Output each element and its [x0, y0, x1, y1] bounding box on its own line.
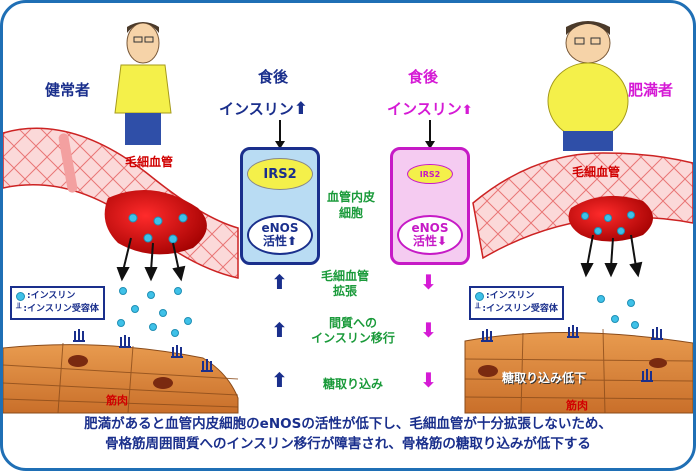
healthy-person-figure — [114, 22, 172, 145]
left-legend: :インスリン ╨:インスリン受容体 — [10, 286, 105, 320]
left-insulin-text: インスリン — [219, 100, 294, 118]
right-muscle — [464, 325, 693, 414]
step2-down-arrow-icon: ⬇ — [420, 318, 437, 342]
right-enos-label: eNOS — [411, 221, 449, 235]
right-activity-label: 活性 — [412, 234, 437, 248]
right-muscle-label: 筋肉 — [566, 399, 588, 412]
insulin-dot-icon — [475, 292, 484, 301]
obese-person-label: 肥満者 — [628, 81, 674, 99]
step2-line2: インスリン移行 — [311, 331, 395, 345]
left-muscle-label: 筋肉 — [106, 394, 128, 407]
step2-label: 間質への インスリン移行 — [303, 316, 403, 346]
step3-label: 糖取り込み — [323, 377, 384, 391]
obese-person-figure — [547, 21, 629, 151]
right-insulin-label: インスリン⬆ — [387, 98, 473, 119]
right-enos-node: eNOS 活性⬇ — [397, 215, 463, 255]
left-capillary — [3, 127, 239, 337]
center-left-header: 食後 — [258, 68, 289, 86]
legend-receptor-label: :インスリン受容体 — [482, 304, 558, 314]
arrow-up-icon: ⬆ — [293, 99, 308, 119]
step3-down-arrow-icon: ⬇ — [420, 368, 437, 392]
conclusion-text: 肥満があると血管内皮細胞のeNOSの活性が低下し、毛細血管が十分拡張しないため、… — [3, 414, 693, 454]
healthy-person-label: 健常者 — [45, 81, 91, 99]
endothelial-label-line2: 細胞 — [339, 206, 364, 220]
left-muscle — [3, 329, 239, 414]
left-enos-node: eNOS 活性⬆ — [247, 215, 313, 255]
left-enos-activity: 活性⬆ — [263, 235, 297, 248]
arrow-up-icon: ⬆ — [461, 103, 473, 118]
step1-label: 毛細血管 拡張 — [321, 269, 369, 299]
arrow-down-icon: ⬇ — [436, 234, 448, 248]
legend-receptor-label: :インスリン受容体 — [23, 304, 99, 314]
step2-up-arrow-icon: ⬆ — [271, 318, 288, 342]
right-capillary-label: 毛細血管 — [572, 165, 621, 179]
step1-down-arrow-icon: ⬇ — [420, 270, 437, 294]
endothelial-label-line1: 血管内皮 — [327, 190, 376, 204]
left-enos-label: eNOS — [261, 221, 299, 235]
receptor-icon: ╨ — [16, 304, 22, 314]
step2-line1: 間質への — [328, 316, 377, 330]
legend-insulin-label: :インスリン — [486, 291, 535, 301]
right-capillary — [472, 152, 693, 329]
left-capillary-label: 毛細血管 — [125, 155, 174, 169]
right-irs2-node: IRS2 — [407, 164, 453, 184]
step1-line2: 拡張 — [333, 284, 358, 298]
insulin-dot-icon — [16, 292, 25, 301]
left-insulin-label: インスリン⬆ — [219, 98, 308, 119]
conclusion-line2: 骨格筋周囲間質へのインスリン移行が障害され、骨格筋の糖取り込みが低下する — [105, 436, 591, 452]
right-muscle-note: 糖取り込み低下 — [502, 371, 587, 385]
step1-up-arrow-icon: ⬆ — [271, 270, 288, 294]
legend-insulin-label: :インスリン — [27, 291, 76, 301]
step3-up-arrow-icon: ⬆ — [271, 368, 288, 392]
right-enos-activity: 活性⬇ — [413, 235, 447, 248]
right-insulin-text: インスリン — [387, 100, 462, 118]
left-activity-label: 活性 — [262, 234, 287, 248]
conclusion-line1: 肥満があると血管内皮細胞のeNOSの活性が低下し、毛細血管が十分拡張しないため、 — [84, 416, 612, 432]
arrow-up-icon: ⬆ — [286, 234, 298, 248]
right-legend: :インスリン ╨:インスリン受容体 — [469, 286, 564, 320]
step1-line1: 毛細血管 — [321, 269, 370, 283]
endothelial-cell-label: 血管内皮 細胞 — [327, 189, 375, 221]
left-irs2-node: IRS2 — [247, 158, 313, 190]
center-right-header: 食後 — [408, 68, 439, 86]
illustration-layer — [3, 21, 693, 414]
receptor-icon: ╨ — [475, 304, 481, 314]
